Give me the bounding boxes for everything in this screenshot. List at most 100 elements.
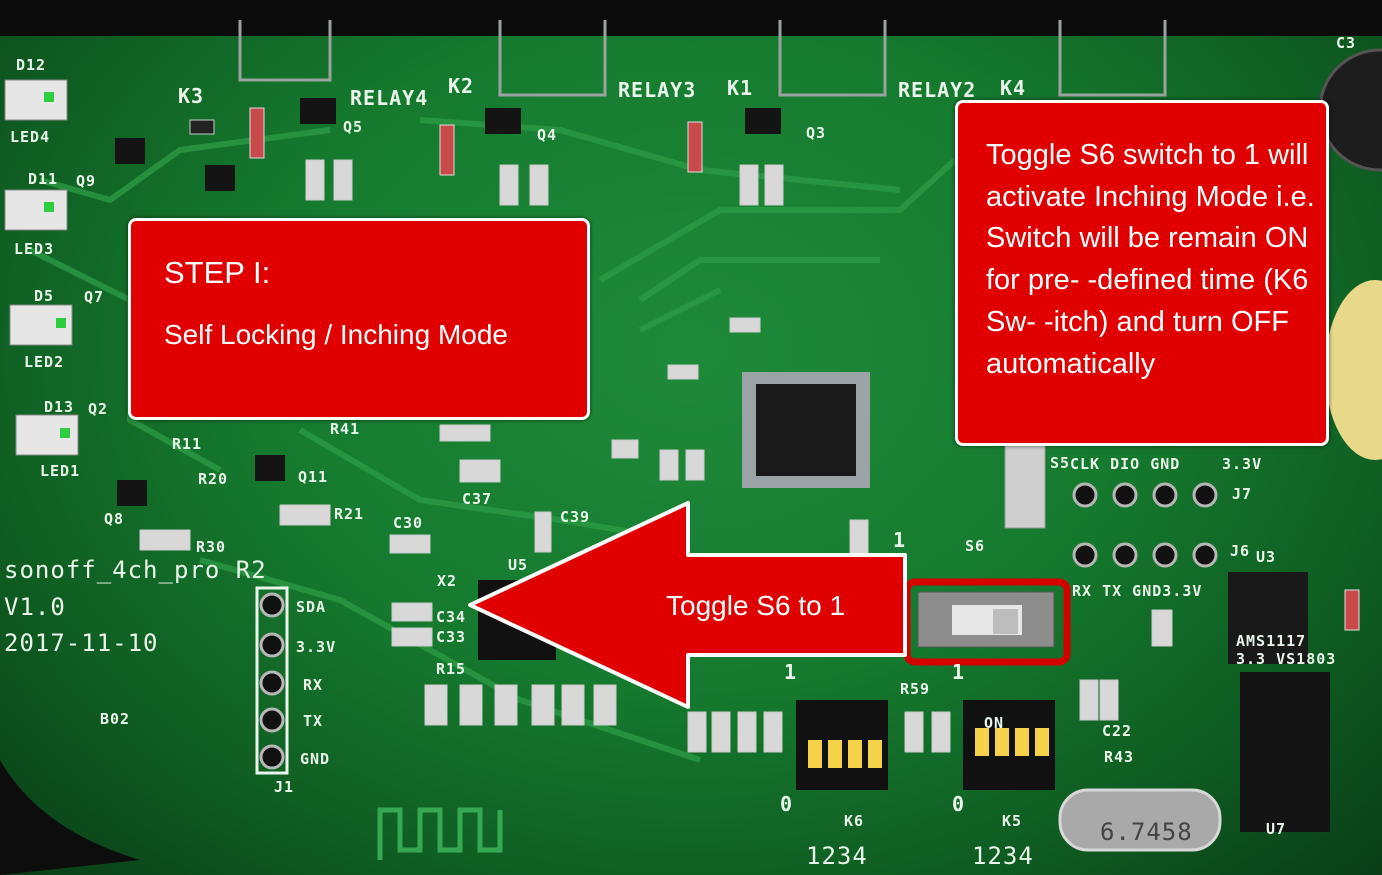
silk-one-b: 1: [784, 660, 798, 684]
crystal: [1058, 788, 1222, 852]
silk-d12: D12: [16, 56, 47, 74]
silk-r59: R59: [900, 680, 931, 698]
red-arrow: [468, 501, 907, 709]
silk-dip-numbers-k5: 1234: [972, 842, 1034, 870]
silk-relay4: RELAY4: [350, 86, 429, 110]
arrow-label: Toggle S6 to 1: [666, 590, 846, 621]
enclosure-corner: [0, 760, 140, 875]
silk-crystal: 6.7458: [1100, 818, 1193, 846]
silk-k1: K1: [727, 76, 754, 100]
chip-u7: [1240, 672, 1330, 832]
silk-zero-a: 0: [780, 792, 794, 816]
relay-housing-top: [0, 0, 1382, 36]
silk-c3: C3: [1336, 34, 1357, 52]
slide-switch-s6: [917, 591, 1055, 648]
silk-q8: Q8: [104, 510, 125, 528]
silk-gnd: GND: [300, 750, 331, 768]
silk-tx: TX: [303, 712, 324, 730]
silk-d5: D5: [34, 287, 55, 305]
silk-q11: Q11: [298, 468, 329, 486]
dip-switch-k5: [963, 700, 1055, 790]
silk-j6: J6: [1230, 542, 1251, 560]
silk-c34: C34: [436, 608, 467, 626]
silk-33v: 3.3V: [296, 638, 337, 656]
silk-dip-on: ON: [984, 714, 1005, 732]
silk-date: 2017-11-10: [4, 629, 159, 657]
silk-u5: U5: [508, 556, 529, 574]
silk-one-c: 1: [952, 660, 966, 684]
silk-led4: LED4: [10, 128, 51, 146]
silk-r15: R15: [436, 660, 467, 678]
silk-j1: J1: [274, 778, 295, 796]
capacitor-c3: [1318, 48, 1382, 172]
silk-r41: R41: [330, 420, 361, 438]
silk-d11: D11: [28, 170, 59, 188]
silk-rx: RX: [303, 676, 324, 694]
silk-top-pins: CLK DIO GND: [1070, 455, 1181, 473]
silk-b02: B02: [100, 710, 131, 728]
transistors: [115, 98, 781, 506]
transformer: [1325, 280, 1382, 460]
silk-k3: K3: [178, 84, 205, 108]
silk-sda: SDA: [296, 598, 327, 616]
silk-s6: S6: [965, 537, 986, 555]
silk-r20: R20: [198, 470, 229, 488]
silk-d13: D13: [44, 398, 75, 416]
silk-c33: C33: [436, 628, 467, 646]
silk-ams-sub: 3.3 VS1803: [1236, 650, 1337, 668]
silk-r21: R21: [334, 505, 365, 523]
antenna-trace: [377, 807, 503, 860]
silk-s5: S5: [1050, 454, 1071, 472]
silk-u7: U7: [1266, 820, 1287, 838]
silk-k6: K6: [844, 812, 865, 830]
silk-c39: C39: [560, 508, 591, 526]
silk-r43: R43: [1104, 748, 1135, 766]
silk-q3: Q3: [806, 124, 827, 142]
instruction-callout: Toggle S6 switch to 1 will activate Inch…: [955, 100, 1329, 446]
silk-x2: X2: [437, 572, 458, 590]
relay-blocks: [238, 20, 1167, 97]
silk-r11: R11: [172, 435, 203, 453]
silk-ams1117: AMS1117: [1236, 632, 1307, 650]
silk-version: V1.0: [4, 593, 66, 621]
silk-led2: LED2: [24, 353, 65, 371]
silk-j7: J7: [1232, 485, 1253, 503]
regulator-ams1117: [1228, 572, 1308, 664]
silk-relay3: RELAY3: [618, 78, 697, 102]
silk-k5: K5: [1002, 812, 1023, 830]
silk-q4: Q4: [537, 126, 558, 144]
silk-led3: LED3: [14, 240, 55, 258]
silk-k2: K2: [448, 74, 475, 98]
silk-r30: R30: [196, 538, 227, 556]
led-dots: [44, 92, 70, 438]
smd-components: [139, 119, 1173, 753]
mcu-chip: [742, 372, 870, 488]
diodes: [249, 107, 1360, 631]
silk-zero-b: 0: [952, 792, 966, 816]
silk-led1: LED1: [40, 462, 81, 480]
silk-q7: Q7: [84, 288, 105, 306]
silk-bottom-pins: RX TX GND3.3V: [1072, 582, 1203, 600]
silk-k4: K4: [1000, 76, 1027, 100]
silk-q5: Q5: [343, 118, 364, 136]
silk-u3: U3: [1256, 548, 1277, 566]
silk-one-a: 1: [893, 528, 907, 552]
step-subtitle: Self Locking / Inching Mode: [164, 319, 508, 350]
silk-c30: C30: [393, 514, 424, 532]
silk-relay2: RELAY2: [898, 78, 977, 102]
silk-q2: Q2: [88, 400, 109, 418]
step-callout: STEP I: Self Locking / Inching Mode: [128, 218, 590, 420]
silk-c22: C22: [1102, 722, 1133, 740]
silk-c37: C37: [462, 490, 493, 508]
dip-switch-k6: [796, 700, 888, 790]
instruction-text: Toggle S6 switch to 1 will activate Inch…: [986, 139, 1315, 380]
button-s5: [1004, 439, 1046, 529]
header-j1-outline: [255, 586, 289, 775]
silk-dip-numbers-k6: 1234: [806, 842, 868, 870]
step-title: STEP I:: [164, 255, 271, 290]
silk-q9: Q9: [76, 172, 97, 190]
silk-top-pins-33v: 3.3V: [1222, 455, 1263, 473]
silk-board-name: sonoff_4ch_pro R2: [4, 556, 267, 584]
